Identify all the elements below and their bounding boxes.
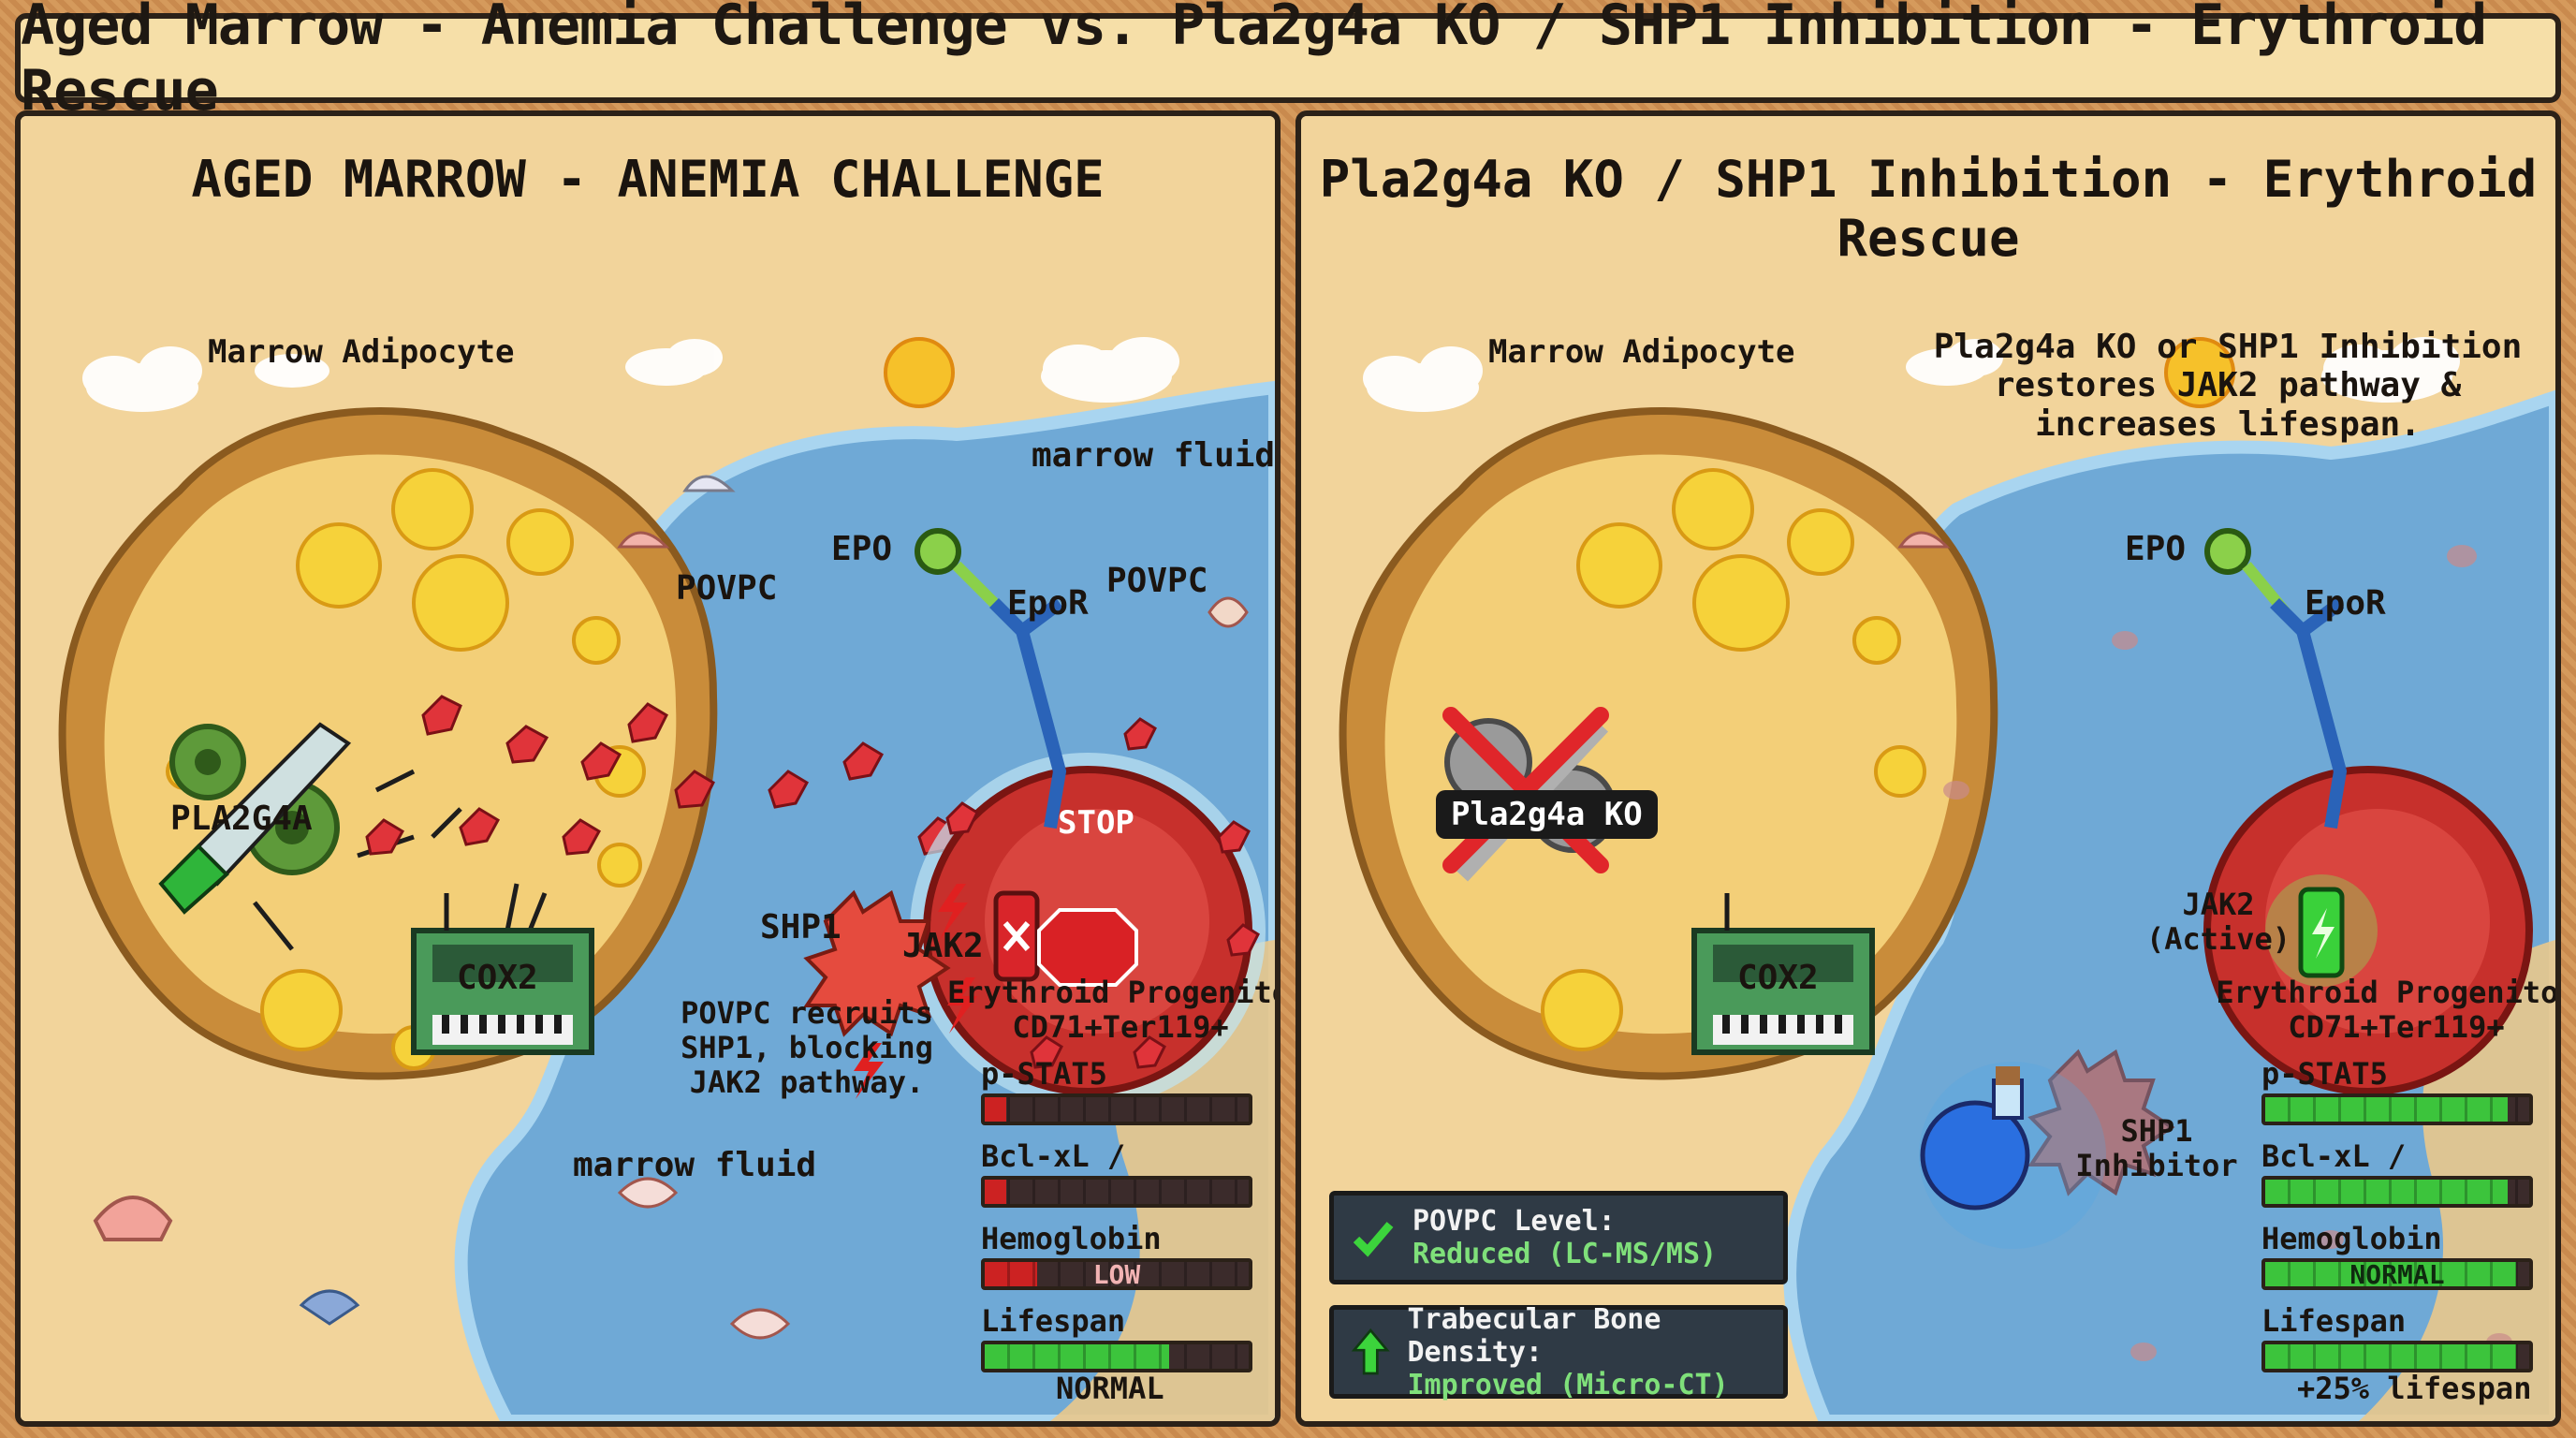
knife-icon bbox=[158, 722, 352, 915]
status-bar bbox=[981, 1341, 1252, 1372]
epo-label: EPO bbox=[2125, 530, 2187, 568]
progenitor-label: Erythroid Progenitor CD71+Ter119+ bbox=[2216, 975, 2561, 1045]
cox2-label: COX2 bbox=[457, 959, 538, 997]
fluid-label-top: marrow fluid bbox=[1032, 436, 1276, 475]
pla2g4a-label: PLA2G4A bbox=[170, 800, 313, 838]
epor-label: EpoR bbox=[2305, 584, 2386, 623]
status-bar-fill bbox=[2265, 1262, 2516, 1286]
page-title: Aged Marrow - Anemia Challenge vs. Pla2g… bbox=[15, 0, 2561, 124]
sun-icon bbox=[2164, 337, 2235, 408]
up-arrow-icon bbox=[1351, 1328, 1390, 1375]
bar-label: p-STAT5 bbox=[2261, 1056, 2388, 1092]
sun-icon bbox=[884, 337, 955, 408]
seashell-icon bbox=[93, 475, 1249, 1340]
epor-label: EpoR bbox=[1007, 584, 1089, 623]
panel-title-aged-marrow: AGED MARROW - ANEMIA CHALLENGE bbox=[191, 150, 1105, 209]
pla2g4a-ko-tag: Pla2g4a KO bbox=[1436, 790, 1658, 839]
bar-label: Bcl-xL / Survivin bbox=[2261, 1138, 2407, 1210]
adipocyte-label: Marrow Adipocyte bbox=[208, 333, 515, 371]
bone-density-heading: Trabecular Bone Density: bbox=[1407, 1302, 1661, 1369]
lifespan-note: NORMAL bbox=[1056, 1371, 1164, 1406]
arrow-icon bbox=[253, 769, 548, 951]
check-icon bbox=[1353, 1222, 1394, 1257]
blocked-jak2-icon bbox=[993, 890, 1040, 982]
shp1-inhibitor-label: SHP1 Inhibitor bbox=[2075, 1113, 2238, 1183]
status-bar-fill bbox=[2265, 1344, 2516, 1369]
bar-label: Hemoglobin bbox=[981, 1221, 1162, 1256]
active-jak2-icon bbox=[2265, 874, 2378, 987]
status-bar: LOW bbox=[981, 1258, 1252, 1290]
bone-density-box: Trabecular Bone Density: Improved (Micro… bbox=[1329, 1302, 1788, 1401]
lightning-icon bbox=[854, 884, 977, 1099]
epo-receptor-icon bbox=[2270, 597, 2348, 829]
shp1-phosphatase-icon bbox=[803, 889, 951, 1037]
status-bar-text: LOW bbox=[1092, 1258, 1141, 1290]
cox2-label: COX2 bbox=[1737, 959, 1819, 997]
povpc-level-heading: POVPC Level: bbox=[1412, 1205, 1616, 1238]
bar-label: Hemoglobin bbox=[2261, 1221, 2442, 1256]
povpc-level-value: Reduced (LC-MS/MS) bbox=[1412, 1238, 1718, 1270]
stop-sign-icon bbox=[1037, 908, 1138, 987]
status-bar bbox=[981, 1093, 1252, 1125]
progenitor-label: Erythroid Progenitor CD71+Ter119+ bbox=[947, 975, 1275, 1045]
panel-aged-marrow: AGED MARROW - ANEMIA CHALLENGE Marrow Ad… bbox=[15, 110, 1281, 1427]
bar-label: Lifespan bbox=[981, 1303, 1126, 1339]
adipocyte-label: Marrow Adipocyte bbox=[1488, 333, 1795, 371]
status-bar bbox=[2261, 1176, 2533, 1208]
cloud-icon bbox=[82, 337, 1179, 412]
inhibitor-flask-icon bbox=[1919, 1062, 2106, 1249]
aged-marrow-scene bbox=[21, 116, 1275, 1421]
bone-density-value: Improved (Micro-CT) bbox=[1407, 1368, 1729, 1401]
bar-label: Lifespan bbox=[2261, 1303, 2407, 1339]
inactive-shp1-icon bbox=[2027, 1049, 2175, 1196]
epo-label: EPO bbox=[831, 530, 893, 568]
povpc-level-box: POVPC Level: Reduced (LC-MS/MS) bbox=[1329, 1191, 1788, 1284]
cloud-icon bbox=[1363, 337, 2460, 412]
status-bar bbox=[2261, 1093, 2533, 1125]
status-bar: NORMAL bbox=[2261, 1258, 2533, 1290]
panel-title-rescue: Pla2g4a KO / SHP1 Inhibition - Erythroid… bbox=[1319, 150, 2538, 268]
status-bar bbox=[981, 1176, 1252, 1208]
status-bar-fill bbox=[2265, 1180, 2509, 1204]
status-bar-fill bbox=[985, 1344, 1170, 1369]
fluid-label-bottom: marrow fluid bbox=[573, 1146, 817, 1184]
mechanism-note: POVPC recruits SHP1, blocking JAK2 pathw… bbox=[681, 995, 933, 1100]
panel-erythroid-rescue: Pla2g4a KO / SHP1 Inhibition - Erythroid… bbox=[1295, 110, 2561, 1427]
jak2-active-label: JAK2 (Active) bbox=[2145, 887, 2291, 957]
status-bar-fill bbox=[985, 1262, 1038, 1286]
status-bar-text: NORMAL bbox=[2349, 1258, 2445, 1290]
cox2-machine-icon bbox=[1691, 893, 1875, 1055]
rescue-note: Pla2g4a KO or SHP1 Inhibition restores J… bbox=[1933, 328, 2523, 444]
status-bar-fill bbox=[2265, 1097, 2509, 1122]
status-bar bbox=[2261, 1341, 2533, 1372]
epo-receptor-icon bbox=[989, 597, 1067, 829]
stop-label: STOP bbox=[1058, 804, 1134, 842]
cox2-machine-icon bbox=[411, 893, 594, 1055]
lifespan-note: +25% lifespan bbox=[2297, 1371, 2532, 1406]
marrow-adipocyte bbox=[1339, 407, 1998, 1080]
bar-label: Bcl-xL / Survivin bbox=[981, 1138, 1126, 1210]
status-bar-fill bbox=[985, 1180, 1006, 1204]
povpc-label-right: POVPC bbox=[1106, 562, 1208, 600]
povpc-label-left: POVPC bbox=[676, 569, 778, 608]
shp1-label: SHP1 bbox=[760, 908, 842, 946]
bar-label: p-STAT5 bbox=[981, 1056, 1107, 1092]
jak2-label: JAK2 bbox=[902, 927, 984, 965]
status-bar-fill bbox=[985, 1097, 1006, 1122]
marrow-adipocyte bbox=[58, 407, 718, 1080]
